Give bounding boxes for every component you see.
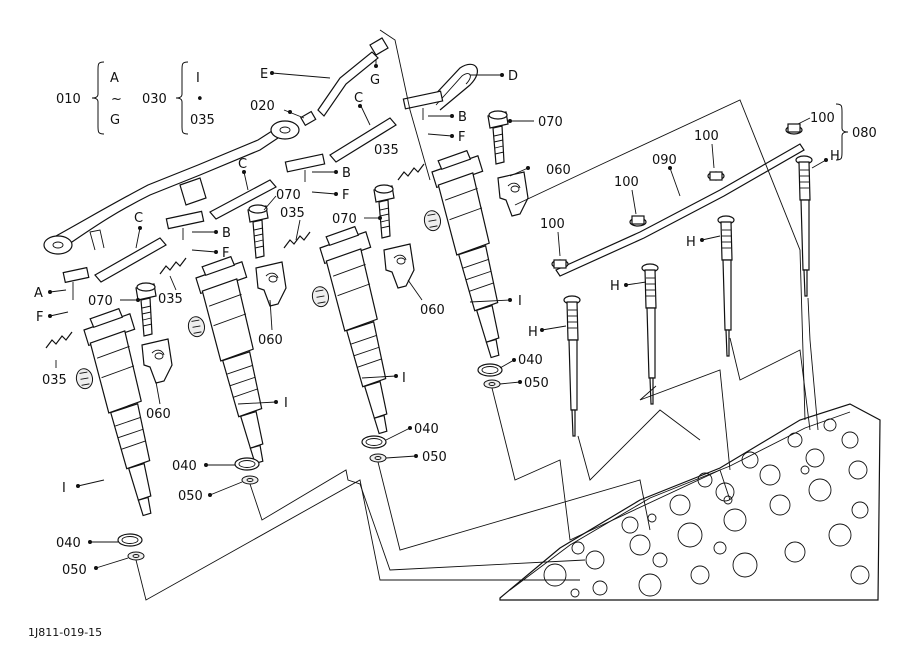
callout-035-1: 035 — [42, 373, 67, 388]
callout-F-3: F — [342, 188, 349, 203]
o-ring-3 — [361, 435, 387, 449]
callout-050-2: 050 — [178, 489, 203, 504]
clip-2 — [159, 257, 187, 275]
glow-plug-4 — [795, 155, 813, 297]
callout-060-4: 060 — [546, 163, 571, 178]
group-080-ref: 080 — [852, 126, 877, 141]
o-ring-1 — [117, 533, 143, 547]
callout-F-4: F — [458, 130, 465, 145]
group-bracket-080: 080 — [835, 103, 877, 161]
washer-2 — [241, 475, 259, 485]
group-030-mid: • — [196, 92, 204, 107]
callout-F-2: F — [222, 246, 229, 261]
callout-100-4: 100 — [810, 111, 835, 126]
callout-060-1: 060 — [146, 407, 171, 422]
callout-C-2: C — [134, 211, 143, 226]
callout-050-4: 050 — [524, 376, 549, 391]
callout-070-4: 070 — [538, 115, 563, 130]
callout-050-1: 050 — [62, 563, 87, 578]
leak-off-pipe — [43, 37, 478, 300]
group-030-ref: 030 — [142, 92, 167, 107]
callout-070-2: 070 — [276, 188, 301, 203]
washer-1 — [127, 551, 145, 561]
drawing-code: 1J811-019-15 — [28, 626, 102, 639]
nozzle-holder-clamp-2 — [255, 261, 287, 307]
callout-070-3: 070 — [332, 212, 357, 227]
clamp-bolt-2 — [247, 204, 269, 259]
glow-plug-1 — [563, 295, 581, 437]
assembly-guide-lines — [135, 29, 819, 601]
callout-A: A — [34, 286, 43, 301]
group-010-bottom: G — [110, 113, 120, 128]
callout-100-1: 100 — [540, 217, 565, 232]
callout-060-3: 060 — [420, 303, 445, 318]
group-010-mid: ~ — [111, 92, 122, 107]
callout-100-3: 100 — [694, 129, 719, 144]
callout-D: D — [508, 69, 518, 84]
callout-B-4: B — [458, 110, 467, 125]
callout-B-2: B — [222, 226, 231, 241]
washer-4 — [483, 379, 501, 389]
group-bracket-030: 030 I • 035 — [142, 61, 215, 135]
callout-I-3: I — [402, 371, 406, 386]
callout-I-1: I — [62, 481, 66, 496]
group-010-ref: 010 — [56, 92, 81, 107]
callout-040-4: 040 — [518, 353, 543, 368]
callout-020: 020 — [250, 99, 275, 114]
callout-070-1: 070 — [88, 294, 113, 309]
callout-C-3: C — [238, 157, 247, 172]
group-bracket-010: 010 A ~ G — [56, 61, 122, 135]
callout-F-1: F — [36, 310, 43, 325]
cylinder-head — [499, 403, 881, 601]
clamp-bolt-1 — [135, 282, 157, 337]
clip-4 — [397, 163, 425, 181]
callout-H-4: H — [830, 149, 840, 164]
o-ring-2 — [234, 457, 260, 471]
callout-H-2: H — [610, 279, 620, 294]
callout-040-1: 040 — [56, 536, 81, 551]
callout-040-3: 040 — [414, 422, 439, 437]
callout-090: 090 — [652, 153, 677, 168]
callout-H-1: H — [528, 325, 538, 340]
group-010-top: A — [110, 71, 119, 86]
glow-plug-3 — [717, 215, 735, 357]
clip-1 — [45, 331, 73, 349]
callout-035-3: 035 — [280, 206, 305, 221]
callout-035-4: 035 — [374, 143, 399, 158]
callout-I-4: I — [518, 294, 522, 309]
callout-H-3: H — [686, 235, 696, 250]
callout-B-3: B — [342, 166, 351, 181]
group-030-bottom: 035 — [190, 113, 215, 128]
callout-040-2: 040 — [172, 459, 197, 474]
callout-E: E — [260, 67, 268, 82]
callout-G: G — [370, 73, 380, 88]
o-ring-4 — [477, 363, 503, 377]
glow-plug-2 — [641, 263, 659, 405]
clamp-bolt-4 — [487, 110, 509, 165]
callout-060-2: 060 — [258, 333, 283, 348]
callout-I-2: I — [284, 396, 288, 411]
washer-3 — [369, 453, 387, 463]
callouts: E G D 020 C C C B F B F B F A F 035 035 — [34, 60, 840, 578]
nozzle-holder-clamp-4 — [497, 171, 529, 217]
group-030-top: I — [196, 71, 200, 86]
callout-C-4: C — [354, 91, 363, 106]
glow-plug-lead — [551, 123, 805, 277]
nozzle-holder-clamp-1 — [141, 338, 173, 384]
callout-050-3: 050 — [422, 450, 447, 465]
clamp-bolt-3 — [373, 184, 395, 239]
callout-100-2: 100 — [614, 175, 639, 190]
callout-035-2: 035 — [158, 292, 183, 307]
